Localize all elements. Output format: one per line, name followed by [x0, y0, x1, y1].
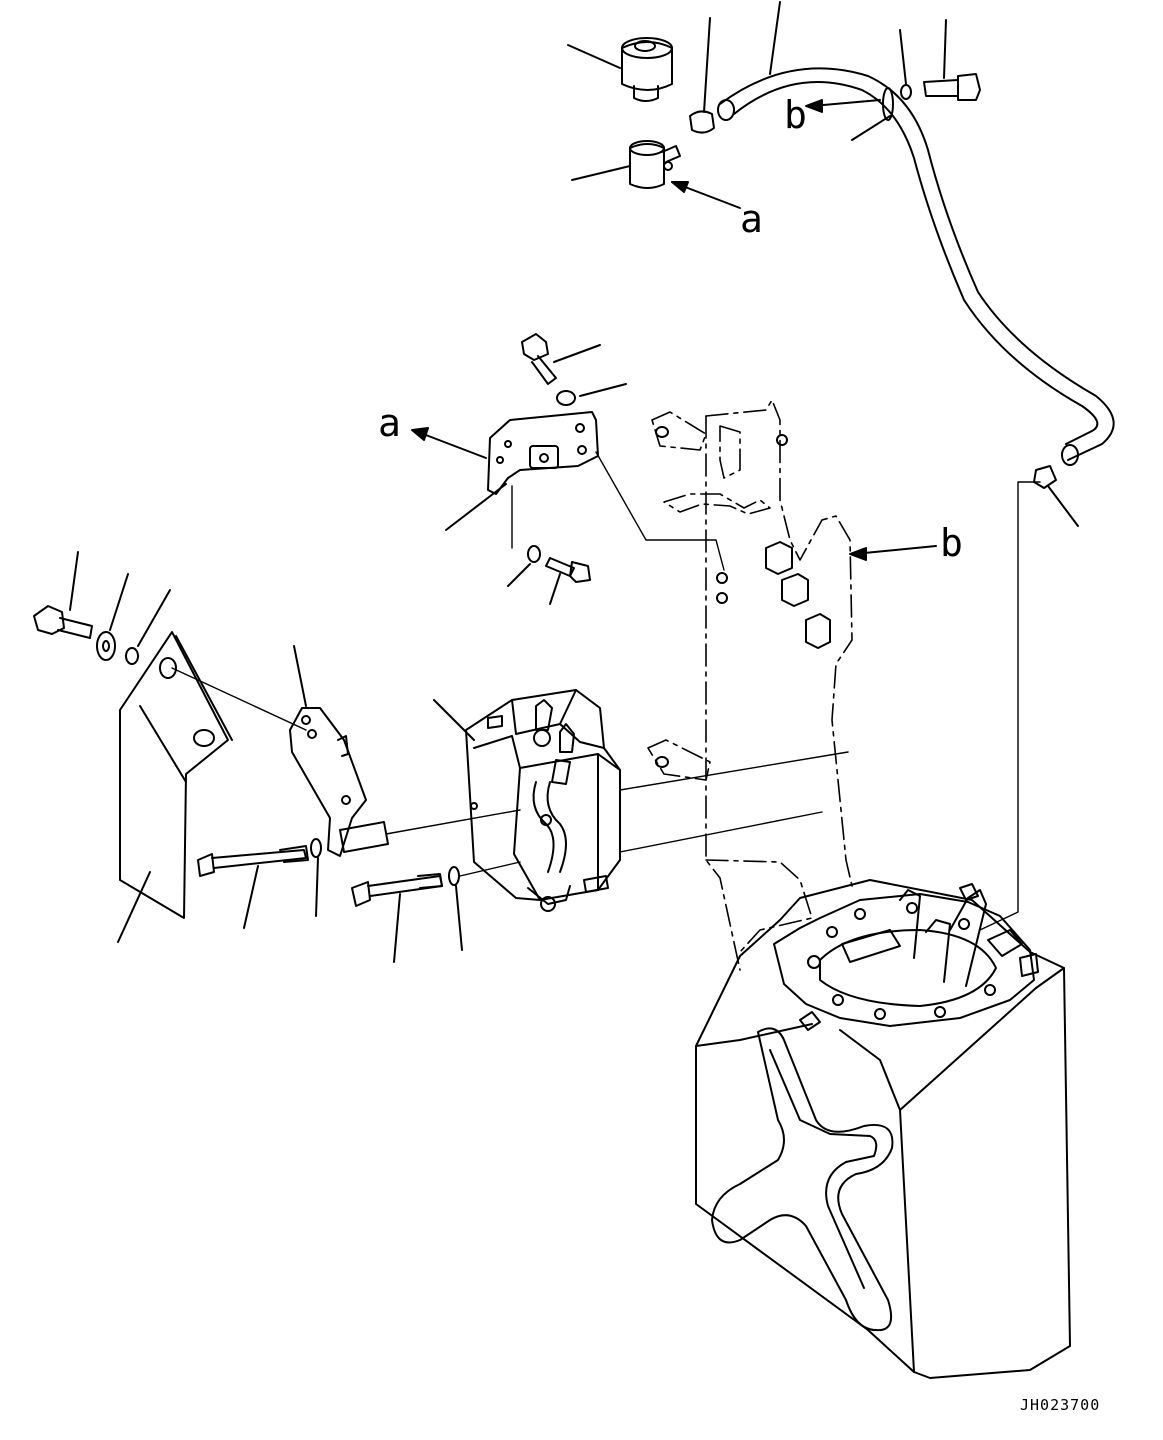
- tank-part: [695, 879, 1071, 1379]
- ref-letter-b-top: b: [784, 93, 807, 137]
- leader-line: [507, 563, 531, 587]
- leader-line: [69, 551, 79, 611]
- alignment-line: [595, 451, 725, 571]
- leader-line: [445, 483, 507, 531]
- nut-part: [448, 866, 460, 886]
- washer-part: [125, 647, 139, 665]
- washer-part: [527, 545, 541, 563]
- washer-part: [96, 631, 116, 661]
- leader-line: [567, 44, 621, 69]
- alignment-line: [385, 809, 521, 835]
- reference-arrow-a-mid: [417, 431, 487, 459]
- leader-line: [579, 383, 627, 397]
- hose-clip-part: [689, 110, 715, 134]
- frame-part: [647, 399, 853, 971]
- alignment-line: [459, 861, 521, 877]
- mounting-bracket-part: [487, 411, 599, 495]
- leader-line: [553, 344, 601, 363]
- leader-line: [139, 705, 187, 783]
- washer-part: [900, 84, 912, 100]
- bolt-part: [197, 845, 309, 877]
- frame-hole: [655, 426, 788, 768]
- leader-line: [943, 19, 947, 79]
- bolt-part: [545, 557, 591, 583]
- leader-line: [1047, 485, 1079, 527]
- bolt-part: [521, 333, 557, 385]
- leader-line: [243, 865, 259, 929]
- bolt-part: [351, 873, 443, 907]
- tank-top-unit: [773, 883, 1039, 1031]
- hose-connector-part: [1033, 465, 1057, 489]
- leader-line: [571, 165, 631, 181]
- leader-line: [455, 885, 463, 951]
- bracket-part: [289, 707, 389, 857]
- reference-arrow-b-top: [811, 99, 881, 107]
- washer-part: [556, 390, 576, 406]
- ref-letter-a-top: a: [740, 197, 763, 241]
- leader-line: [293, 645, 307, 707]
- leader-line: [549, 573, 561, 605]
- solenoid-valve-part: [465, 689, 621, 912]
- ref-letter-b-mid: b: [940, 521, 963, 565]
- alignment-line: [619, 751, 849, 791]
- leader-line: [899, 29, 907, 85]
- alignment-line: [171, 667, 307, 731]
- leader-line: [117, 871, 151, 943]
- leader-line: [315, 857, 319, 917]
- leader-line: [851, 115, 891, 141]
- guard-plate-part: [119, 631, 233, 919]
- alignment-line: [619, 811, 823, 853]
- frame-boss: [765, 541, 831, 649]
- routing-line: [979, 481, 1041, 931]
- leader-line: [433, 699, 475, 741]
- nut-part: [310, 838, 322, 858]
- leader-line: [137, 589, 171, 647]
- leader-line: [109, 573, 129, 631]
- hose-band: [882, 87, 894, 121]
- clamp-part: [629, 140, 681, 189]
- leader-line: [703, 17, 711, 113]
- bolt-part: [33, 605, 93, 639]
- leader-line: [769, 1, 781, 75]
- reference-arrow-b-mid: [853, 545, 937, 555]
- bushing-part: [621, 37, 673, 102]
- fuel-hose: [717, 67, 1115, 466]
- leader-line: [393, 893, 401, 963]
- ref-letter-a-mid: a: [378, 401, 401, 445]
- bolt-part: [923, 73, 981, 101]
- drawing-code: JH023700: [1020, 1396, 1100, 1414]
